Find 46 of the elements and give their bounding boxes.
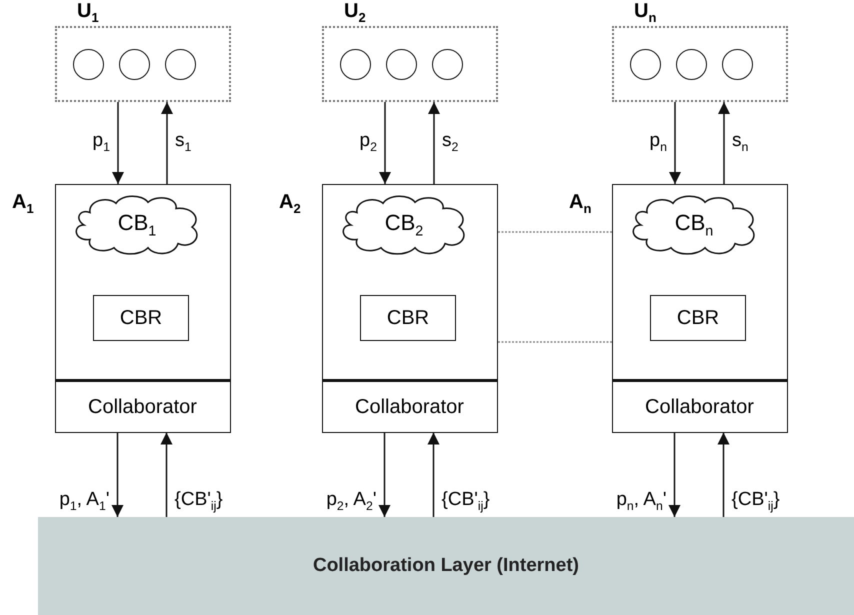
user-circle: [630, 49, 661, 80]
arrow: [112, 432, 124, 517]
arrow: [428, 102, 440, 184]
agent-label: A$_{1}$: [12, 191, 34, 216]
arrow: [718, 432, 730, 517]
agent-label: A$_{n}$: [569, 191, 592, 216]
collaboration-layer-band: [38, 517, 854, 615]
collaborator-label: Collaborator: [645, 396, 754, 419]
arrow: [718, 102, 730, 184]
dotted-line: [498, 341, 612, 343]
group-label: U$_{2}$: [344, 0, 366, 25]
user-circle: [432, 49, 463, 80]
user-circle: [73, 49, 104, 80]
group-label: U$_{1}$: [77, 0, 99, 25]
arrow: [112, 102, 124, 184]
arrow: [428, 432, 440, 517]
layer-label: Collaboration Layer (Internet): [312, 555, 580, 577]
arrow: [378, 432, 390, 517]
edge-label: {CB'$_{ij}$}: [442, 490, 490, 514]
user-circle: [119, 49, 150, 80]
arrow: [160, 432, 172, 517]
arrow: [668, 432, 680, 517]
reasoner-box: [360, 295, 456, 341]
case-base-label: CB$_{1}$: [118, 210, 156, 240]
dotted-line: [498, 231, 612, 233]
agent-label: A$_{2}$: [279, 191, 301, 216]
user-circle: [340, 49, 371, 80]
edge-label: {CB'$_{ij}$}: [732, 490, 780, 514]
arrow: [161, 102, 173, 184]
arrow: [669, 102, 681, 184]
reasoner-box: [93, 295, 189, 341]
user-circle: [722, 49, 753, 80]
reasoner-box: [650, 295, 746, 341]
user-circle: [386, 49, 417, 80]
reasoner-label: CBR: [386, 306, 430, 330]
collaborator-label: Collaborator: [355, 396, 464, 419]
reasoner-label: CBR: [676, 306, 720, 330]
group-label: U$_{n}$: [634, 0, 656, 25]
user-circle: [676, 49, 707, 80]
reasoner-label: CBR: [120, 306, 162, 330]
collaborator-label: Collaborator: [88, 396, 197, 419]
case-base-label: CB$_{2}$: [384, 210, 424, 240]
edge-label: {CB'$_{ij}$}: [174, 490, 223, 514]
arrow: [379, 102, 391, 184]
user-circle: [165, 49, 196, 80]
case-base-label: CB$_{n}$: [674, 210, 714, 240]
